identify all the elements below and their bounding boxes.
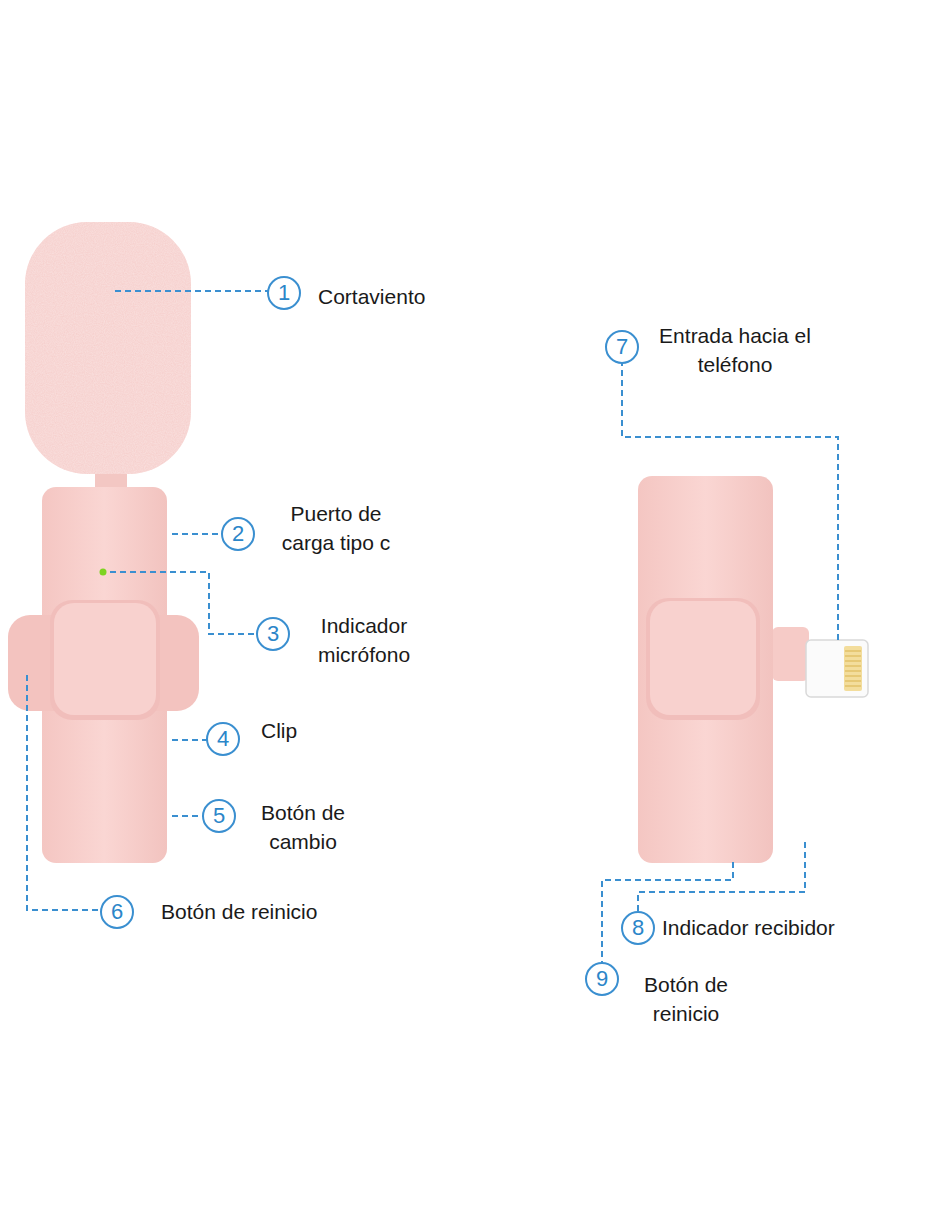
callout-number: 9 [587, 964, 617, 994]
mic-body [42, 487, 167, 863]
part-label: Cortaviento [318, 282, 425, 311]
mic-clip-shadow [50, 600, 160, 720]
callout-number: 4 [208, 724, 238, 754]
part-label: Entrada hacia el teléfono [635, 321, 835, 379]
leader-lines [27, 291, 838, 963]
part-label: Indicador micrófono [304, 611, 424, 669]
part-label: Botón de cambio [248, 798, 358, 856]
callout-number: 3 [258, 619, 288, 649]
part-label: Clip [261, 716, 297, 745]
mic-clip-face [54, 603, 156, 715]
receiver-face-shadow [646, 598, 760, 720]
part-label: Botón de reinicio [161, 897, 317, 926]
callout-number: 5 [204, 801, 234, 831]
callout-circles [101, 277, 654, 995]
lightning-plug [806, 640, 868, 697]
callout-number: 7 [607, 332, 637, 362]
windscreen [25, 222, 191, 474]
part-label: Indicador recibidor [662, 913, 835, 942]
callout-number: 8 [623, 913, 653, 943]
part-label: Botón de reinicio [631, 970, 741, 1028]
callout-number: 1 [269, 278, 299, 308]
mic-indicator-led [100, 569, 107, 576]
receiver-face [650, 601, 756, 715]
plug-contacts [844, 646, 862, 691]
receiver-body [638, 476, 773, 863]
callout-number: 6 [102, 897, 132, 927]
callout-number: 2 [223, 519, 253, 549]
plug-collar [772, 627, 809, 681]
part-label: Puerto de carga tipo c [266, 499, 406, 557]
